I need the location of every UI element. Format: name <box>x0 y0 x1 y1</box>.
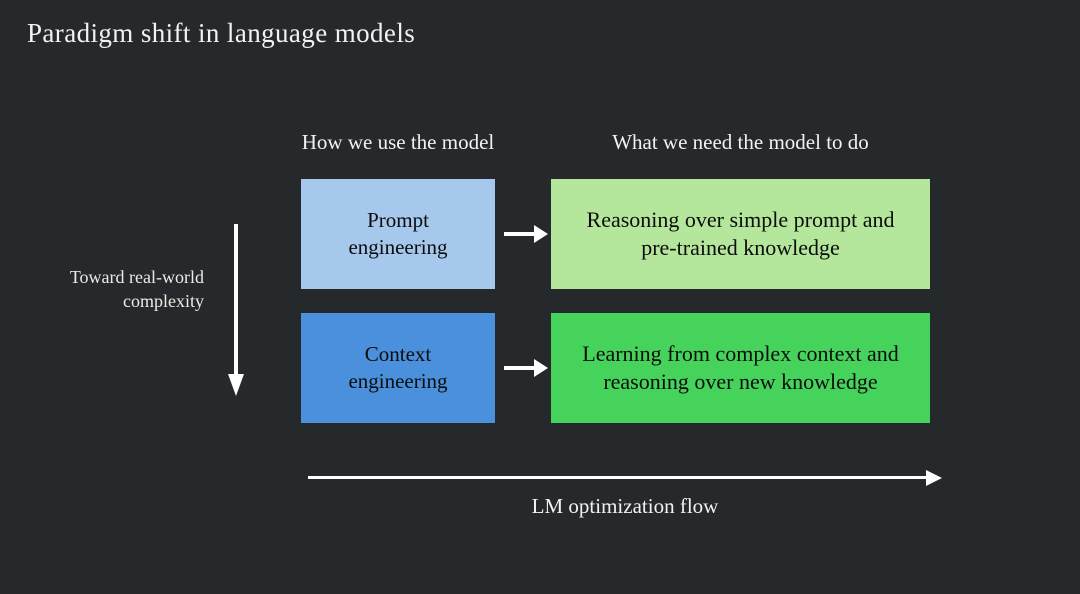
flow-caption: LM optimization flow <box>531 494 719 518</box>
approach-box-prompt-engineering[interactable]: Prompt engineering <box>301 179 495 289</box>
complexity-axis-label-line1: Toward real-world <box>69 267 204 287</box>
arrow-down-shaft <box>234 224 238 376</box>
requirement-line2: pre-trained knowledge <box>641 235 840 260</box>
requirement-line1: Reasoning over simple prompt and <box>586 206 895 232</box>
flow-arrow-head <box>926 470 942 486</box>
approach-line1: Context <box>364 342 432 367</box>
arrow-right-head <box>534 225 548 243</box>
column-header-right: What we need the model to do <box>612 130 869 154</box>
complexity-axis-label-line2: complexity <box>123 291 204 312</box>
requirement-line2: reasoning over new knowledge <box>603 369 878 394</box>
arrow-down-icon <box>228 224 244 396</box>
complexity-axis-label: Toward real-world complexity <box>18 265 204 314</box>
column-header-left: How we use the model <box>301 130 495 154</box>
approach-line2: engineering <box>348 235 448 259</box>
approach-line1: Prompt <box>367 208 429 233</box>
arrow-right-shaft <box>504 366 535 370</box>
requirement-line1: Learning from complex context and <box>582 340 899 366</box>
approach-box-context-engineering[interactable]: Context engineering <box>301 313 495 423</box>
arrow-right-shaft <box>504 232 535 236</box>
requirement-box-row1[interactable]: Reasoning over simple prompt and pre-tra… <box>551 179 930 289</box>
approach-box-context-engineering-text: Context engineering <box>348 341 447 395</box>
page-title: Paradigm shift in language models <box>27 18 416 48</box>
flow-arrow-shaft <box>308 476 928 479</box>
requirement-box-row2[interactable]: Learning from complex context and reason… <box>551 313 930 423</box>
requirement-box-row1-text: Reasoning over simple prompt and pre-tra… <box>587 206 895 262</box>
approach-box-prompt-engineering-text: Prompt engineering <box>348 207 447 261</box>
arrow-right-icon-flow <box>308 470 942 486</box>
arrow-right-head <box>534 359 548 377</box>
arrow-down-head <box>228 374 244 396</box>
requirement-box-row2-text: Learning from complex context and reason… <box>582 340 898 396</box>
approach-line2: engineering <box>348 369 448 393</box>
arrow-right-icon-row1 <box>504 225 548 243</box>
arrow-right-icon-row2 <box>504 359 548 377</box>
